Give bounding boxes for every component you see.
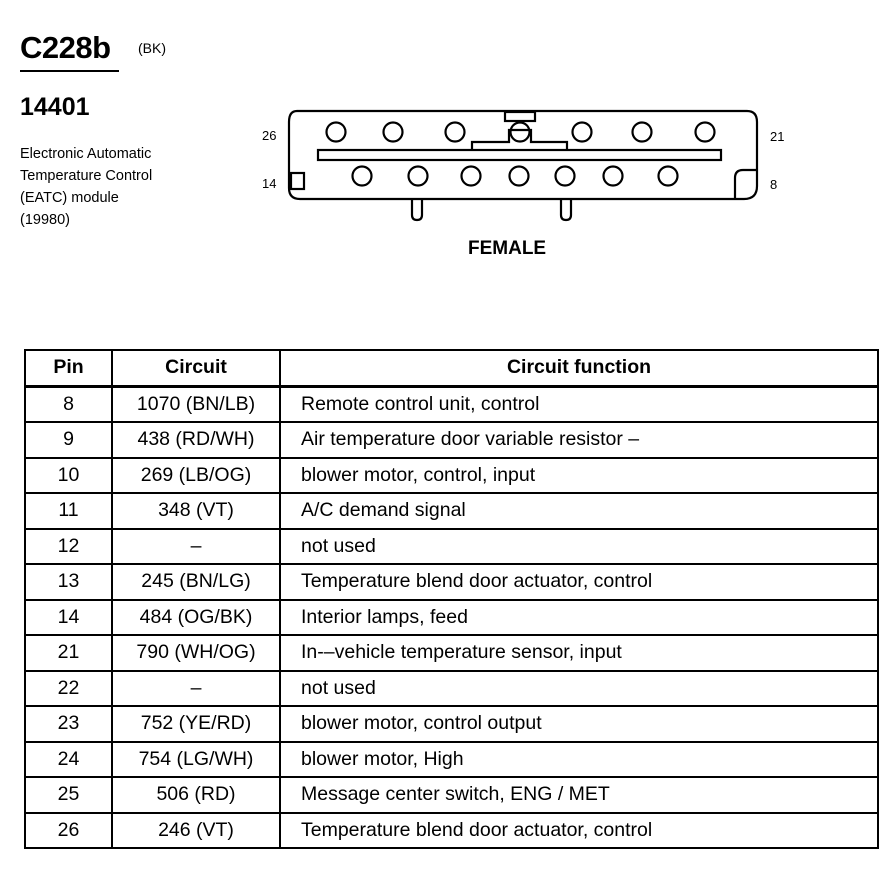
pin-cell: 26 — [24, 811, 113, 849]
table-header-row: Pin Circuit Circuit function — [24, 349, 879, 388]
pin-cell: 13 — [24, 563, 113, 601]
function-cell: Message center switch, ENG / MET — [279, 776, 879, 814]
pin-cell: 23 — [24, 705, 113, 743]
table-row: 14 484 (OG/BK) Interior lamps, feed — [24, 598, 879, 636]
description-line: Temperature Control — [20, 168, 153, 184]
pin-cell: 9 — [24, 421, 113, 459]
description-line: (EATC) module — [20, 190, 119, 206]
pin-cavity — [382, 121, 404, 143]
pin-cell: 21 — [24, 634, 113, 672]
table-row: 22 – not used — [24, 669, 879, 707]
table-row: 13 245 (BN/LG) Temperature blend door ac… — [24, 563, 879, 601]
pinout-table: Pin Circuit Circuit function 8 1070 (BN/… — [24, 349, 879, 849]
table-row: 10 269 (LB/OG) blower motor, control, in… — [24, 456, 879, 494]
pin-cavity — [657, 165, 679, 187]
function-cell: not used — [279, 527, 879, 565]
pin-cavity — [351, 165, 373, 187]
table-row: 9 438 (RD/WH) Air temperature door varia… — [24, 421, 879, 459]
circuit-cell: 438 (RD/WH) — [111, 421, 281, 459]
circuit-cell: 752 (YE/RD) — [111, 705, 281, 743]
table-row: 11 348 (VT) A/C demand signal — [24, 492, 879, 530]
latch-bump — [470, 128, 569, 149]
column-header-circuit-function: Circuit function — [279, 349, 879, 388]
pin-cavity — [602, 165, 624, 187]
locking-bar — [316, 148, 723, 162]
function-cell: not used — [279, 669, 879, 707]
pin-cell: 11 — [24, 492, 113, 530]
function-cell: Remote control unit, control — [279, 385, 879, 423]
pin-cavity — [571, 121, 593, 143]
connector-face-diagram — [287, 109, 759, 222]
pin-cavity — [694, 121, 716, 143]
function-cell: Air temperature door variable resistor – — [279, 421, 879, 459]
table-row: 25 506 (RD) Message center switch, ENG /… — [24, 776, 879, 814]
function-cell: A/C demand signal — [279, 492, 879, 530]
column-header-circuit: Circuit — [111, 349, 281, 388]
circuit-cell: 269 (LB/OG) — [111, 456, 281, 494]
table-row: 12 – not used — [24, 527, 879, 565]
part-number: 14401 — [20, 93, 90, 121]
circuit-cell: 245 (BN/LG) — [111, 563, 281, 601]
left-index-square — [289, 171, 306, 191]
pin-cell: 22 — [24, 669, 113, 707]
circuit-cell: 246 (VT) — [111, 811, 281, 849]
pin-cavity — [508, 165, 530, 187]
connector-housing — [287, 109, 759, 201]
function-cell: In-–vehicle temperature sensor, input — [279, 634, 879, 672]
function-cell: blower motor, control, input — [279, 456, 879, 494]
table-row: 26 246 (VT) Temperature blend door actua… — [24, 811, 879, 849]
connector-gender-label: FEMALE — [468, 238, 547, 259]
table-row: 24 754 (LG/WH) blower motor, High — [24, 740, 879, 778]
module-description: Electronic Automatic Temperature Control… — [20, 143, 220, 231]
pin-cavity — [407, 165, 429, 187]
pin-cell: 14 — [24, 598, 113, 636]
connector-color: (BK) — [138, 40, 166, 56]
pin-cavity — [325, 121, 347, 143]
pin-cell: 24 — [24, 740, 113, 778]
function-cell: Temperature blend door actuator, control — [279, 563, 879, 601]
function-cell: blower motor, control output — [279, 705, 879, 743]
circuit-cell: 348 (VT) — [111, 492, 281, 530]
right-corner-step — [733, 168, 757, 199]
table-row: 8 1070 (BN/LB) Remote control unit, cont… — [24, 385, 879, 423]
pin-cavity — [460, 165, 482, 187]
circuit-cell: – — [111, 669, 281, 707]
description-line: (19980) — [20, 212, 70, 228]
function-cell: blower motor, High — [279, 740, 879, 778]
pin-cavity — [509, 121, 531, 143]
circuit-cell: – — [111, 527, 281, 565]
pin-cavity — [444, 121, 466, 143]
table-row: 21 790 (WH/OG) In-–vehicle temperature s… — [24, 634, 879, 672]
pin-cell: 8 — [24, 385, 113, 423]
pin-label-top-left: 26 — [262, 128, 277, 143]
pin-label-bottom-right: 8 — [770, 177, 778, 192]
circuit-cell: 754 (LG/WH) — [111, 740, 281, 778]
pin-cell: 25 — [24, 776, 113, 814]
table-row: 23 752 (YE/RD) blower motor, control out… — [24, 705, 879, 743]
circuit-cell: 506 (RD) — [111, 776, 281, 814]
mounting-peg — [559, 199, 573, 222]
pin-label-bottom-left: 14 — [262, 176, 277, 191]
pin-cell: 12 — [24, 527, 113, 565]
circuit-cell: 484 (OG/BK) — [111, 598, 281, 636]
top-key-tab — [503, 110, 537, 123]
function-cell: Interior lamps, feed — [279, 598, 879, 636]
pin-cavity — [631, 121, 653, 143]
circuit-cell: 790 (WH/OG) — [111, 634, 281, 672]
connector-id: C228b — [20, 30, 111, 65]
description-line: Electronic Automatic — [20, 146, 152, 162]
pin-cell: 10 — [24, 456, 113, 494]
pin-cavity — [554, 165, 576, 187]
pin-label-top-right: 21 — [770, 129, 785, 144]
circuit-cell: 1070 (BN/LB) — [111, 385, 281, 423]
function-cell: Temperature blend door actuator, control — [279, 811, 879, 849]
title-underline — [20, 70, 119, 72]
mounting-peg — [410, 199, 424, 222]
column-header-pin: Pin — [24, 349, 113, 388]
